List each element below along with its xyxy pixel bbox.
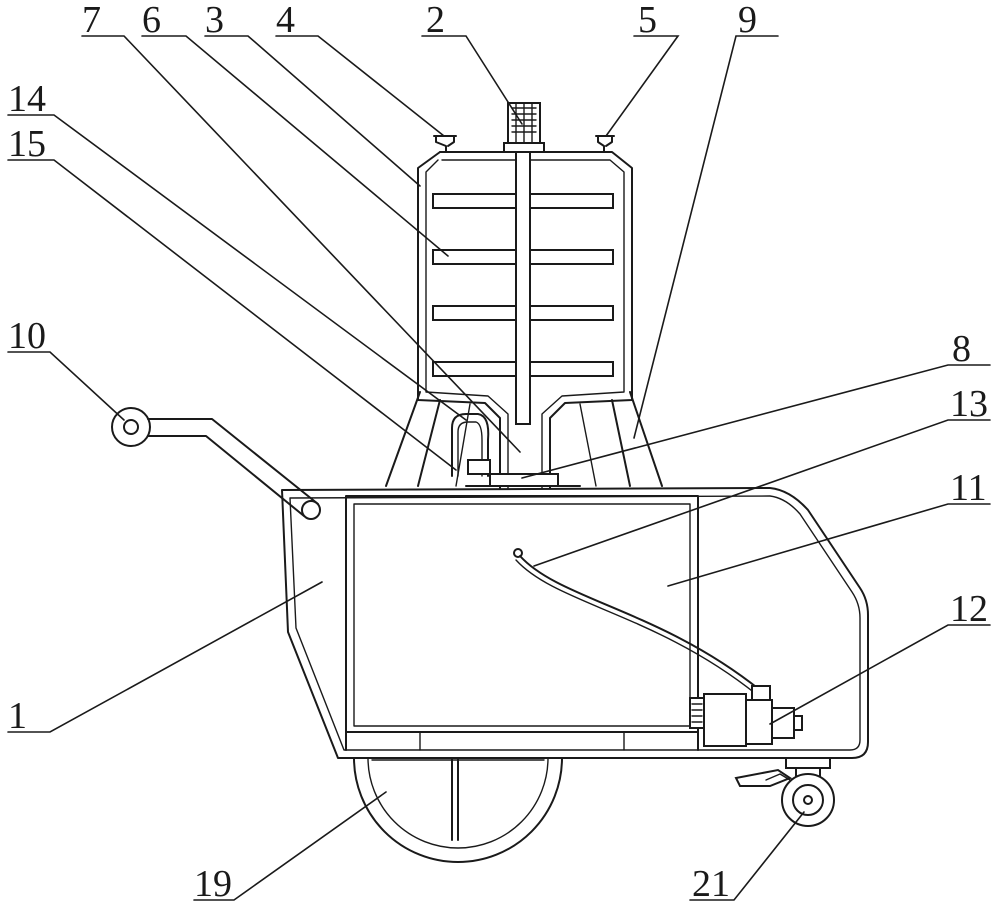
caster-wheel bbox=[734, 757, 835, 827]
label-1: 1 bbox=[8, 695, 27, 737]
side-pipe bbox=[451, 413, 491, 477]
label-13: 13 bbox=[950, 383, 988, 425]
label-3: 3 bbox=[205, 0, 224, 41]
pump bbox=[689, 685, 803, 747]
label-11: 11 bbox=[950, 467, 987, 509]
feed-inlet-4 bbox=[433, 135, 457, 153]
label-7: 7 bbox=[82, 0, 101, 41]
label-4: 4 bbox=[276, 0, 295, 41]
label-6: 6 bbox=[142, 0, 161, 41]
label-19: 19 bbox=[194, 863, 232, 905]
stirring-paddles bbox=[432, 193, 614, 377]
cart-body bbox=[281, 487, 869, 759]
label-12: 12 bbox=[950, 588, 988, 630]
flexible-hose bbox=[513, 548, 761, 695]
label-8: 8 bbox=[952, 328, 971, 370]
leader-lines bbox=[7, 35, 991, 901]
part-labels: 7 6 3 4 2 5 9 14 15 10 8 13 11 12 1 19 2… bbox=[8, 0, 988, 905]
support-legs bbox=[385, 391, 663, 487]
label-15: 15 bbox=[8, 123, 46, 165]
motor bbox=[503, 102, 545, 153]
push-handle bbox=[111, 407, 321, 520]
feed-inlet-5 bbox=[595, 135, 615, 153]
label-10: 10 bbox=[8, 315, 46, 357]
discharge-valve bbox=[465, 473, 581, 487]
label-9: 9 bbox=[738, 0, 757, 41]
label-5: 5 bbox=[638, 0, 657, 41]
label-21: 21 bbox=[692, 863, 730, 905]
label-2: 2 bbox=[426, 0, 445, 41]
stirring-shaft bbox=[515, 151, 531, 425]
storage-tank bbox=[345, 495, 699, 751]
label-14: 14 bbox=[8, 78, 46, 120]
rear-wheel bbox=[353, 757, 563, 863]
